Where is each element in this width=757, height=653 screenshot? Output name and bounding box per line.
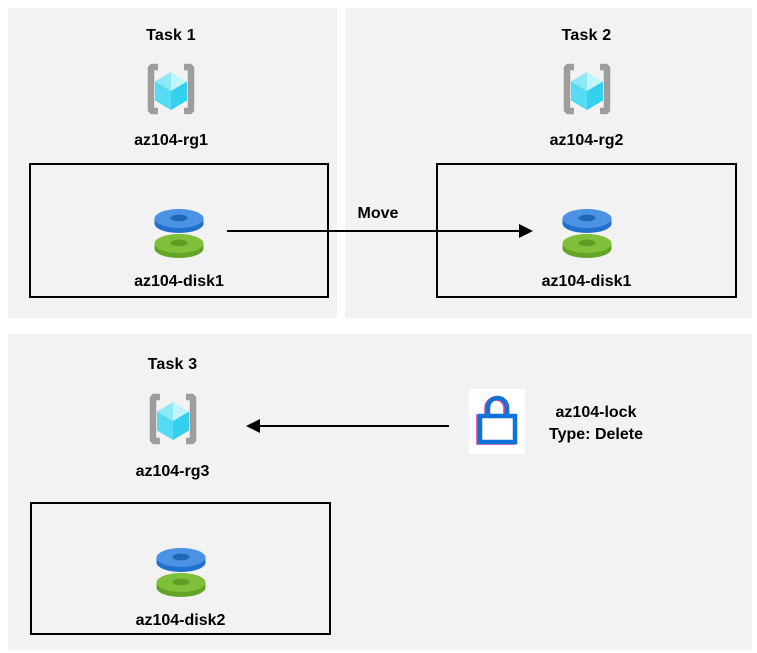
move-arrow-head-icon xyxy=(519,224,533,238)
resource-group-label: az104-rg1 xyxy=(134,132,208,149)
lock-type-label: Type: Delete xyxy=(549,426,643,443)
disk-label: az104-disk2 xyxy=(135,612,226,629)
disk-box: az104-disk1 xyxy=(436,163,737,298)
disk-icon xyxy=(558,205,616,266)
move-arrow-label: Move xyxy=(357,205,399,222)
resource-group-label: az104-rg2 xyxy=(549,132,624,149)
panel-task2-column: Task 2 az104-rg2 xyxy=(436,8,737,318)
disk-label: az104-disk1 xyxy=(134,273,224,290)
resource-group-icon xyxy=(145,392,201,451)
move-arrow-line xyxy=(227,230,520,232)
disk-label: az104-disk1 xyxy=(541,273,632,290)
lock-caption: az104-lock Type: Delete xyxy=(535,402,657,446)
disk-box: az104-disk1 xyxy=(29,163,329,298)
disk-icon xyxy=(150,205,208,266)
resource-group-icon xyxy=(559,62,615,121)
resource-group-label: az104-rg3 xyxy=(135,463,210,480)
disk-box: az104-disk2 xyxy=(30,502,331,635)
lock-arrow-line xyxy=(259,425,449,427)
panel-task1: Task 1 az104-rg1 xyxy=(8,8,337,318)
panel-task2: Task 2 az104-rg2 xyxy=(345,8,752,318)
task2-title: Task 2 xyxy=(561,27,612,44)
resource-group-icon xyxy=(143,62,199,121)
panel-task3-column: Task 3 az104-rg3 xyxy=(22,334,331,650)
task3-title: Task 3 xyxy=(147,356,198,373)
lock-name-label: az104-lock xyxy=(555,404,637,421)
disk-icon xyxy=(152,544,210,605)
panel-task1-column: Task 1 az104-rg1 xyxy=(21,8,329,318)
lock-icon xyxy=(469,388,525,455)
lock-arrow-head-icon xyxy=(246,419,260,433)
panel-task3: Task 3 az104-rg3 xyxy=(8,334,752,650)
lock-tile xyxy=(469,389,525,454)
task1-title: Task 1 xyxy=(146,27,196,44)
